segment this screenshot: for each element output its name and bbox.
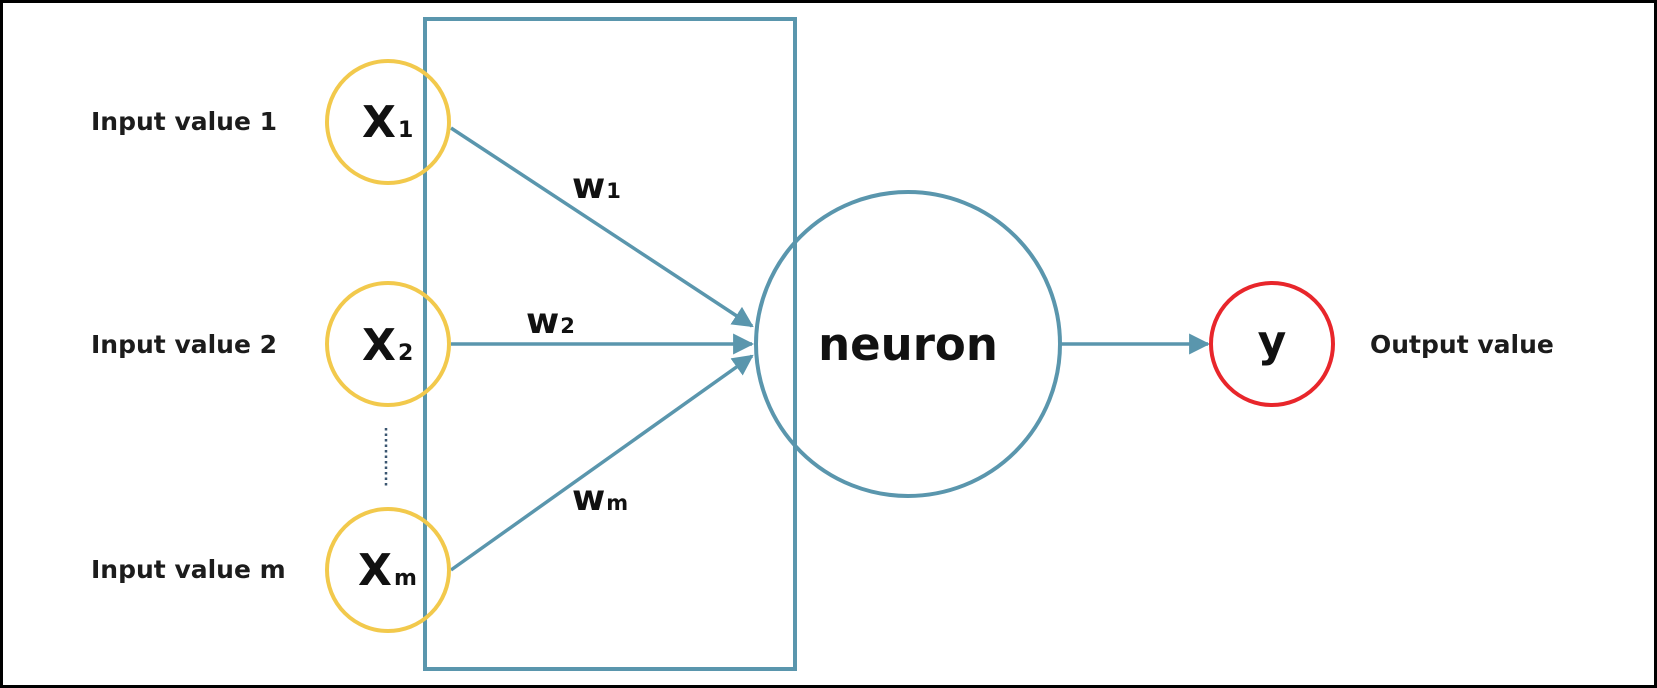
neuron-label: neuron [818,318,998,371]
connection-arrow-m [449,354,754,572]
weight-label-1-symbol: w [572,166,605,207]
input-var-1-subscript: 1 [398,118,413,143]
input-var-2-symbol: X [362,320,396,371]
neuron-node [754,190,1062,498]
input-label-2: Input value 2 [91,330,277,359]
input-var-m: Xm [358,545,417,596]
weight-label-m: wm [572,478,628,519]
input-node-m [325,507,451,633]
input-var-2-subscript: 2 [398,341,413,366]
weights-box [423,17,797,671]
output-node [1209,281,1335,407]
input-var-2: X2 [362,320,413,371]
weight-label-2-symbol: w [526,301,559,342]
input-var-m-symbol: X [358,545,392,596]
weight-label-m-subscript: m [606,491,628,515]
connection-arrow-1 [450,126,754,328]
input-label-m: Input value m [91,555,286,584]
input-var-m-subscript: m [394,566,417,591]
weight-label-m-symbol: w [572,478,605,519]
input-label-1: Input value 1 [91,107,277,136]
output-label: Output value [1370,330,1554,359]
weight-label-1: w1 [572,166,621,207]
weight-label-1-subscript: 1 [606,179,621,203]
input-var-1-symbol: X [362,97,396,148]
input-node-2 [325,281,451,407]
input-var-1: X1 [362,97,413,148]
weight-label-2: w2 [526,301,575,342]
weight-label-2-subscript: 2 [560,314,575,338]
input-node-1 [325,59,451,185]
output-var: y [1258,316,1287,367]
